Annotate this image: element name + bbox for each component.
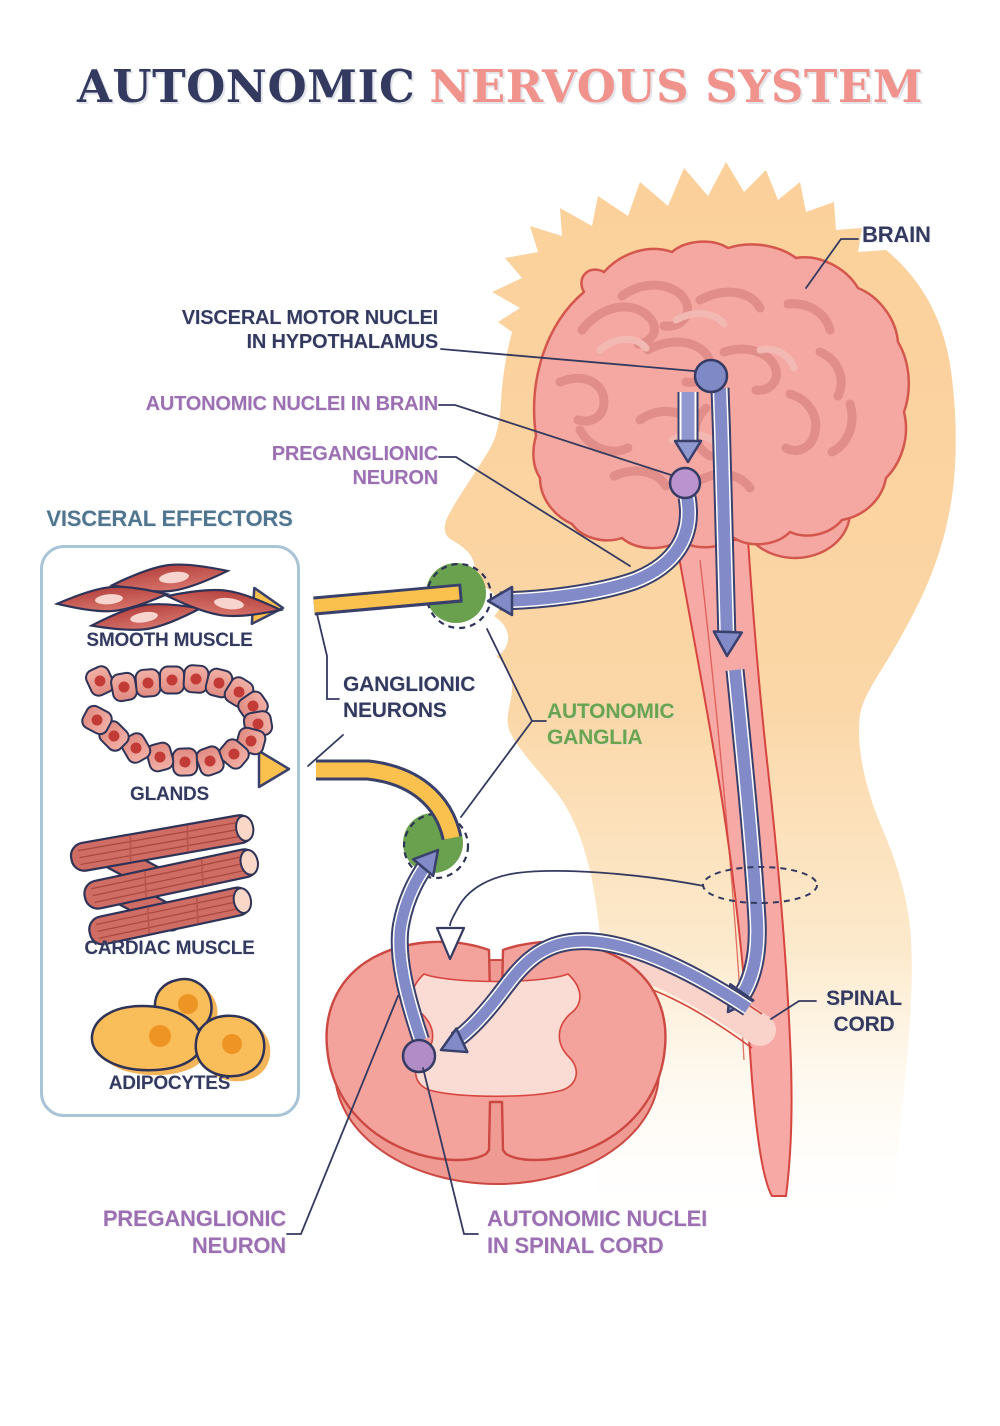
cross-section-level-marker: [435, 866, 818, 961]
down-arrow-icon: [673, 392, 703, 464]
cross-section-gray-matter: [411, 973, 581, 1098]
label-preganglionic-neuron-bottom: PREGANGLIONIC NEURON: [102, 1206, 286, 1258]
leader-ganglionic-2: [307, 734, 344, 767]
neural-pathways: [390, 387, 767, 1054]
label-brain: BRAIN: [862, 222, 931, 247]
label-autonomic-ganglia: AUTONOMIC GANGLIA: [547, 700, 675, 749]
descending-pathway-upper: [710, 387, 744, 658]
preganglionic-pathway-brain: [486, 495, 698, 617]
ganglionic-arrow-1: [250, 583, 463, 626]
title-word-autonomic: AUTONOMIC: [76, 60, 416, 113]
adipocyte-cells-icon: [90, 977, 271, 1082]
spinal-cord-cross-section: [325, 940, 667, 1185]
ganglionic-arrow-2: [257, 749, 463, 841]
leader-lines: [286, 238, 859, 1235]
open-arrow-icon: [435, 926, 466, 961]
leader-brain: [805, 238, 859, 289]
gland-cell-chain-icon: [81, 664, 274, 777]
pathway-into-spinal-nucleus: [439, 932, 753, 1054]
leader-autonomic-nuclei-brain: [438, 404, 672, 476]
leader-autonomic-ganglia: [460, 628, 547, 818]
autonomic-nucleus-spinal-dot: [401, 1038, 437, 1074]
leader-preganglionic-bottom: [286, 995, 399, 1235]
title-words-nervous-system: NERVOUS SYSTEM: [429, 60, 924, 113]
level-leader-curve: [449, 870, 705, 927]
label-smooth-muscle: SMOOTH MUSCLE: [86, 630, 253, 651]
leader-autonomic-nuclei-spinal: [422, 1067, 479, 1235]
leader-visceral-motor-nuclei: [440, 348, 695, 372]
label-adipocytes: ADIPOCYTES: [108, 1073, 231, 1094]
leader-preganglionic-top: [438, 456, 631, 567]
visceral-motor-nucleus-dot: [693, 358, 729, 394]
smooth-muscle-cells-icon: [53, 563, 284, 631]
label-autonomic-nuclei-brain: AUTONOMIC NUCLEI IN BRAIN: [145, 393, 439, 415]
leader-ganglionic-1: [316, 613, 340, 700]
label-spinal-cord: SPINAL CORD: [826, 987, 902, 1036]
label-preganglionic-neuron-top: PREGANGLIONIC NEURON: [271, 443, 438, 490]
leader-spinal-cord: [770, 1000, 817, 1020]
label-autonomic-nuclei-spinal-cord: AUTONOMIC NUCLEI IN SPINAL CORD: [487, 1206, 708, 1258]
label-glands: GLANDS: [129, 784, 210, 805]
cardiac-muscle-fibers-icon: [69, 814, 259, 946]
label-visceral-motor-nuclei: VISCERAL MOTOR NUCLEI IN HYPOTHALAMUS: [181, 307, 438, 354]
autonomic-nucleus-brain-dot: [668, 466, 702, 500]
label-visceral-effectors-heading: VISCERAL EFFECTORS: [46, 506, 293, 531]
label-cardiac-muscle: CARDIAC MUSCLE: [84, 938, 255, 959]
label-ganglionic-neurons: GANGLIONIC NEURONS: [343, 673, 476, 722]
preganglionic-pathway-spinal: [390, 848, 440, 1043]
